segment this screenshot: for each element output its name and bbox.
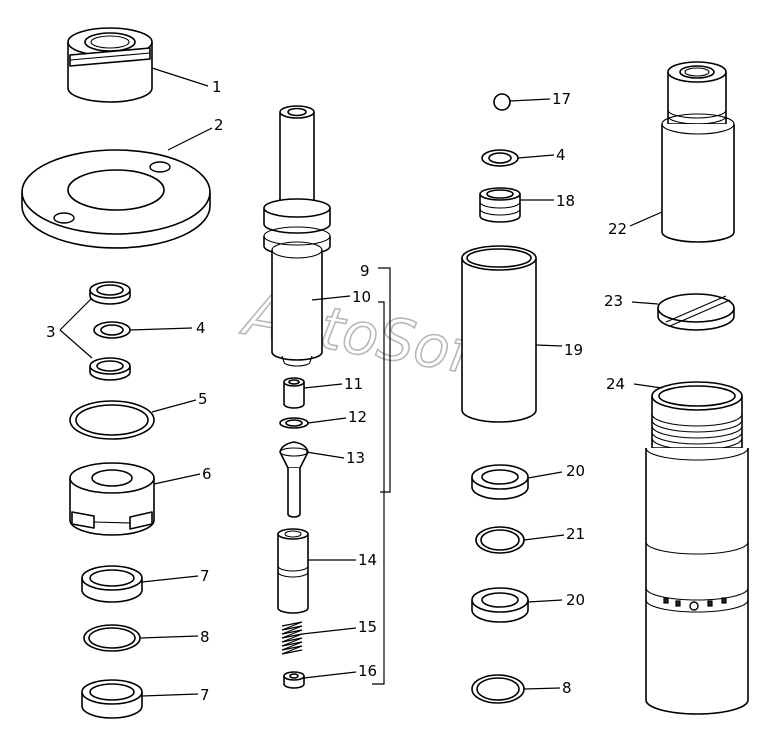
part-8-ring-left [83,624,141,652]
part-2-flange [21,149,211,249]
part-15-spring [281,621,303,655]
callout-7a: 7 [200,567,210,585]
part-23-slotted-cap [657,293,735,331]
leader-2 [167,127,213,151]
callout-20b: 20 [566,591,585,609]
leader-8b [523,687,561,690]
callout-4b: 4 [556,146,566,164]
part-14-cylinder [277,528,309,614]
part-16-small-nut [283,671,305,689]
callout-22: 22 [608,220,627,238]
part-11-bushing [283,377,305,409]
callout-16: 16 [358,662,377,680]
callout-17: 17 [552,90,571,108]
part-13-valve [279,441,309,518]
leader-20a [527,471,563,479]
part-19-sleeve [461,245,537,423]
callout-1: 1 [212,78,222,96]
part-6-slotted-nut [69,462,155,536]
callout-9: 9 [360,262,370,280]
leader-24 [633,383,663,389]
part-21-o-ring [475,526,525,554]
part-22-housing [661,61,735,243]
part-3-ring-bottom [89,357,131,381]
callout-5: 5 [198,390,208,408]
leader-3a [59,297,93,331]
callout-3: 3 [46,323,56,341]
callout-20a: 20 [566,462,585,480]
callout-11: 11 [344,375,363,393]
part-8-ring-right [471,674,525,704]
leader-16 [303,671,357,679]
leader-7b [141,693,199,697]
leader-22 [629,211,663,227]
part-10-plunger-barrel [263,105,331,367]
callout-7b: 7 [200,686,210,704]
leader-6 [153,473,201,485]
part-3-ring-top [89,281,131,305]
callout-2: 2 [214,116,224,134]
callout-23: 23 [604,292,623,310]
leader-23 [631,301,659,305]
part-1-nut [67,27,153,103]
part-20-ring-upper [471,464,529,500]
callout-8b: 8 [562,679,572,697]
part-4-ring-left [93,321,131,339]
callout-24: 24 [606,375,625,393]
leader-12 [307,417,347,424]
callout-18: 18 [556,192,575,210]
leader-1 [151,67,209,87]
bracket-10-16 [372,301,385,685]
part-4-ring-right [481,149,519,167]
callout-21: 21 [566,525,585,543]
leader-21 [523,534,565,541]
leader-5 [151,399,197,413]
part-7-ring-upper [81,565,143,603]
callout-8a: 8 [200,628,210,646]
leader-19 [535,344,563,347]
callout-4a: 4 [196,319,206,337]
part-12-washer [279,417,309,429]
leader-17 [509,98,551,102]
bracket-9 [378,267,391,493]
callout-14: 14 [358,551,377,569]
leader-8a [139,635,199,639]
leader-11 [303,383,343,389]
callout-12: 12 [348,408,367,426]
callout-13: 13 [346,449,365,467]
part-20-ring-lower [471,587,529,623]
leader-10 [311,295,351,301]
leader-3b [59,329,93,359]
part-17-ball [493,93,511,111]
callout-15: 15 [358,618,377,636]
leader-7a [141,575,199,583]
part-7-ring-lower [81,679,143,719]
callout-10: 10 [352,288,371,306]
callout-6: 6 [202,465,212,483]
leader-4a [129,327,193,331]
part-24-threaded-body [645,381,749,715]
leader-15 [301,627,357,635]
leader-20b [527,599,563,603]
part-5-o-ring [69,400,155,440]
leader-4b [517,154,555,159]
part-18-spring-seat [479,187,521,223]
leader-13 [305,451,345,459]
callout-19: 19 [564,341,583,359]
